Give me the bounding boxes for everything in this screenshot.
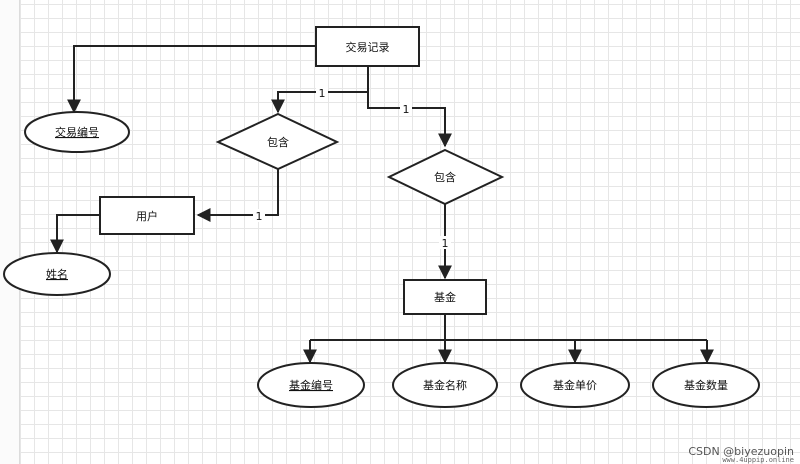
cardinality-contains-fund: 1 xyxy=(442,237,449,250)
edge-left-contains-to-user xyxy=(196,168,279,222)
watermark-text: CSDN @biyezuopin xyxy=(688,445,794,458)
attribute-transaction-id-label: 交易编号 xyxy=(55,125,99,139)
entity-fund-label: 基金 xyxy=(434,290,456,304)
attribute-fund-name: 基金名称 xyxy=(392,362,498,408)
entity-user: 用户 xyxy=(99,196,195,235)
relationship-contains-right: 包含 xyxy=(386,148,505,206)
attribute-name-label: 姓名 xyxy=(46,267,68,281)
edge-user-to-name xyxy=(50,214,100,254)
attribute-name: 姓名 xyxy=(3,252,111,296)
watermark-subtext: www.4uppip.online xyxy=(722,456,794,464)
left-panel-edge xyxy=(0,0,20,464)
attribute-fund-id-label: 基金编号 xyxy=(289,378,333,392)
cardinality-contains-user: 1 xyxy=(256,210,263,223)
attribute-fund-unit-price-label: 基金单价 xyxy=(553,378,597,392)
edge-record-to-transaction-id xyxy=(67,45,316,114)
attribute-fund-quantity: 基金数量 xyxy=(652,362,760,408)
cardinality-record-left: 1 xyxy=(319,87,326,100)
entity-transaction-record: 交易记录 xyxy=(315,26,420,67)
attribute-fund-id: 基金编号 xyxy=(257,362,365,408)
entity-user-label: 用户 xyxy=(136,209,158,223)
attribute-fund-unit-price: 基金单价 xyxy=(520,362,630,408)
attribute-transaction-id: 交易编号 xyxy=(24,111,130,153)
relationship-contains-right-label: 包含 xyxy=(434,170,456,184)
relationship-contains-left-label: 包含 xyxy=(267,135,289,149)
entity-transaction-record-label: 交易记录 xyxy=(346,40,390,54)
edge-record-to-right-contains xyxy=(367,92,452,148)
relationship-contains-left: 包含 xyxy=(215,112,340,171)
entity-fund: 基金 xyxy=(403,279,487,315)
attribute-fund-name-label: 基金名称 xyxy=(423,378,467,392)
attribute-fund-quantity-label: 基金数量 xyxy=(684,378,728,392)
cardinality-record-right: 1 xyxy=(403,103,410,116)
